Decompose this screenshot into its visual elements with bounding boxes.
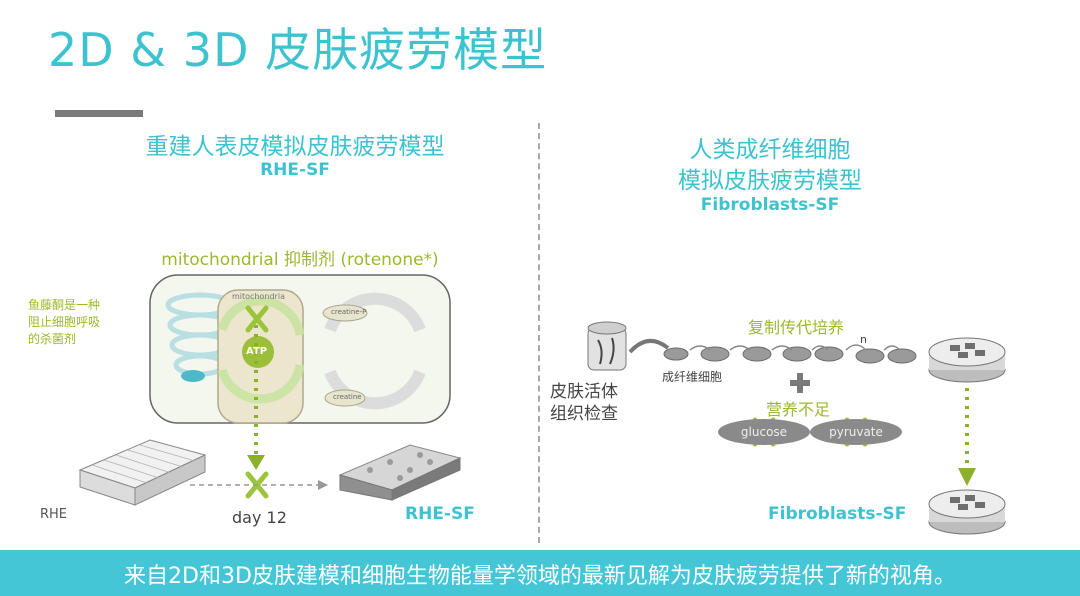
- fibroblast-label: 成纤维细胞: [662, 370, 723, 384]
- inhibitor-label: mitochondrial 抑制剂 (rotenone*): [161, 250, 439, 270]
- creatine-label: creatine: [333, 393, 362, 401]
- note-line: 的杀菌剂: [28, 332, 77, 346]
- fibroblasts-sf-result-label: Fibroblasts-SF: [768, 504, 907, 524]
- pyruvate-pill: pyruvate: [810, 419, 902, 445]
- page-title: 2D & 3D 皮肤疲劳模型: [48, 23, 548, 77]
- note-line: 阻止细胞呼吸: [28, 315, 101, 329]
- note-line: 鱼藤酮是一种: [28, 298, 101, 312]
- creatine-p-box: [322, 304, 368, 322]
- inhibition-arrow-head: [247, 455, 265, 470]
- left-subheading: RHE-SF: [260, 160, 330, 180]
- right-heading-line2: 模拟皮肤疲劳模型: [678, 168, 862, 194]
- glucose-pill: glucose: [718, 419, 810, 445]
- petri-dish-bottom: [928, 489, 1006, 535]
- plus-icon: [790, 373, 810, 393]
- passage-arrows: [689, 344, 901, 351]
- rhe-sf-result-label: RHE-SF: [405, 504, 475, 524]
- mitochondria-label: mitochondria: [232, 292, 285, 301]
- day-arrow-head: [318, 480, 328, 490]
- bottom-banner: [0, 550, 1080, 596]
- rotenone-note: 鱼藤酮是一种 阻止细胞呼吸 的杀菌剂: [28, 297, 100, 348]
- right-heading-line1: 人类成纤维细胞: [689, 137, 851, 163]
- skin-biopsy-icon: [587, 321, 627, 371]
- vesicle-shape: [181, 370, 205, 382]
- dish-arrow-head: [958, 468, 976, 486]
- rhe-block: [78, 439, 207, 506]
- creatine-box: [324, 389, 366, 407]
- biopsy-line: 皮肤活体: [550, 382, 618, 402]
- biopsy-label: 皮肤活体 组织检查: [550, 381, 618, 425]
- atp-cycle-arrows: [217, 296, 305, 404]
- passage-label: 复制传代培养: [748, 318, 845, 337]
- left-heading: 重建人表皮模拟皮肤疲劳模型: [145, 134, 445, 160]
- banner-text: 来自2D和3D皮肤建模和细胞生物能量学领域的最新见解为皮肤疲劳提供了新的视角。: [124, 564, 956, 589]
- rhe-sf-block: [338, 444, 462, 501]
- creatine-p-label: creatine-P: [331, 308, 367, 316]
- title-underline: [55, 110, 143, 117]
- biopsy-line: 组织检查: [550, 404, 618, 424]
- passage-dishes: [663, 346, 917, 364]
- day-label: day 12: [232, 508, 287, 527]
- atp-label: ATP: [246, 346, 268, 357]
- petri-dish-top: [928, 337, 1006, 383]
- biopsy-arrow: [628, 339, 670, 354]
- right-subheading: Fibroblasts-SF: [700, 195, 840, 215]
- rhe-label: RHE: [40, 507, 68, 522]
- nutrient-label: 营养不足: [766, 400, 831, 419]
- n-label: n: [860, 333, 867, 346]
- panel-divider: [538, 123, 540, 543]
